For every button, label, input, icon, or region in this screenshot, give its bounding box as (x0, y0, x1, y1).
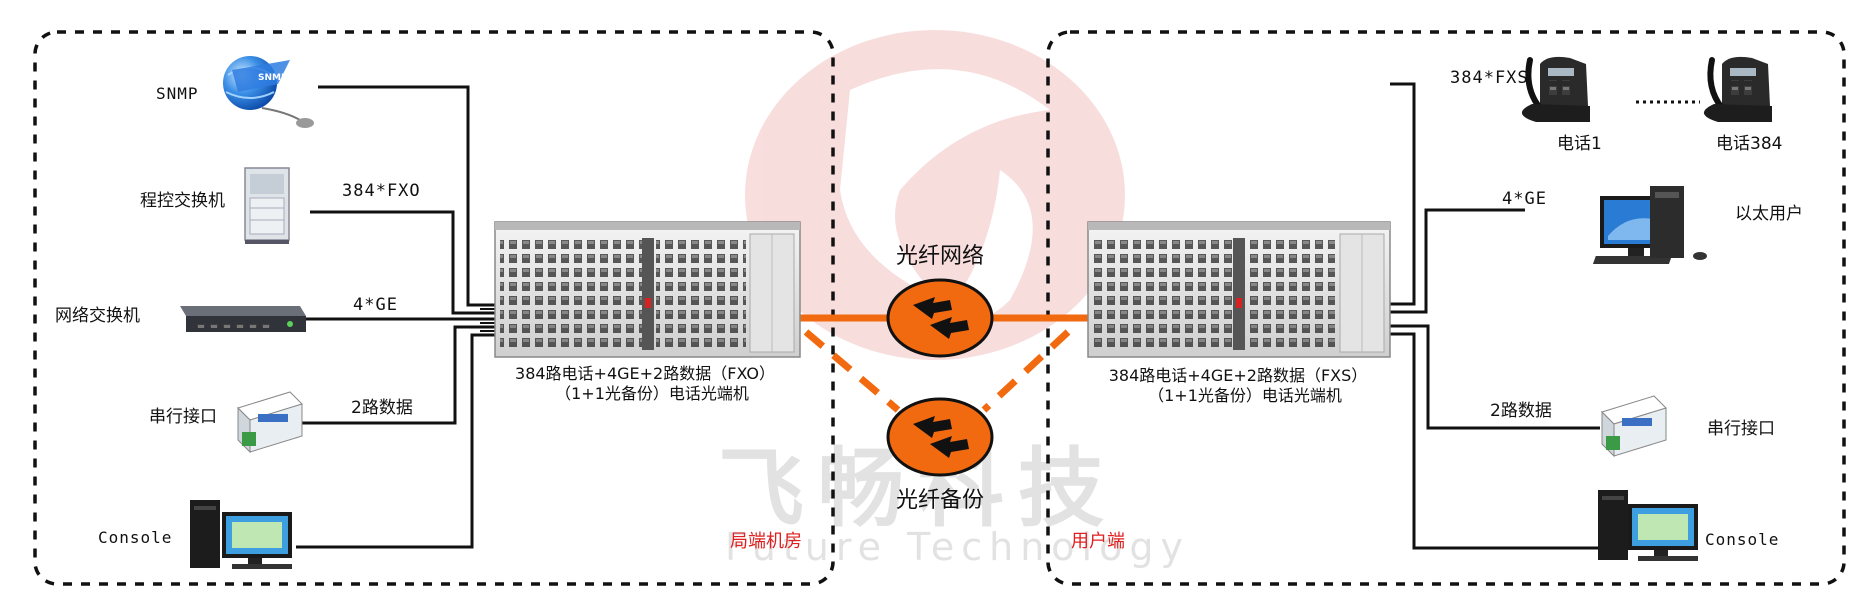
phone-icon (1703, 56, 1772, 122)
exchange-cabinet-icon (244, 167, 290, 244)
fiber-backup-cloud (886, 397, 994, 477)
right-device-label-line2: （1+1光备份）电话光端机 (1148, 386, 1342, 405)
left-rack-stubs (480, 308, 495, 332)
left-switch-label: 网络交换机 (55, 306, 140, 326)
left-console-label: Console (98, 528, 173, 547)
right-optical-terminal-icon (1087, 221, 1391, 358)
right-zone-label: 用户端 (1071, 531, 1125, 552)
watermark-logo (745, 30, 1125, 360)
left-exchange-link-label: 384*FXO (342, 181, 421, 201)
left-switch-link-label: 4*GE (353, 295, 398, 315)
computer-icon (1598, 490, 1698, 561)
right-connection-lines (1390, 82, 1600, 550)
right-phone-first-label: 电话1 (1557, 134, 1602, 154)
right-serial-link-label: 2路数据 (1490, 401, 1552, 421)
left-serial-link-label: 2路数据 (351, 398, 413, 418)
right-device-label-line1: 384路电话+4GE+2路数据（FXS） (1108, 366, 1368, 385)
left-connection-lines (290, 85, 495, 549)
right-phone-last-label: 电话384 (1716, 134, 1783, 154)
fiber-network-cloud (886, 278, 994, 358)
right-serial-label: 串行接口 (1707, 419, 1775, 439)
fiber-main-label: 光纤网络 (895, 244, 985, 269)
fiber-backup-label: 光纤备份 (895, 488, 985, 513)
svg-text:SNMP: SNMP (258, 73, 288, 83)
left-snmp-label: SNMP (156, 84, 199, 103)
serial-converter-icon (237, 391, 303, 454)
desktop-computer-icon (1592, 186, 1707, 264)
right-ethernet-label: 以太用户 (1735, 204, 1803, 224)
left-device-label-line1: 384路电话+4GE+2路数据（FXO） (515, 364, 775, 383)
right-ethernet-link-label: 4*GE (1502, 189, 1547, 209)
right-phone-link-label: 384*FXS (1450, 68, 1529, 88)
left-optical-terminal-icon (494, 221, 801, 358)
left-exchange-label: 程控交换机 (140, 191, 225, 211)
left-zone-label: 局端机房 (730, 531, 802, 552)
network-switch-icon (180, 306, 306, 332)
left-device-label-line2: （1+1光备份）电话光端机 (555, 384, 749, 403)
watermark-sub: Future Technology (725, 525, 1190, 569)
phone-icon (1521, 56, 1590, 122)
computer-icon (190, 500, 292, 569)
left-serial-label: 串行接口 (149, 407, 217, 427)
fiber-backup-line (803, 329, 1071, 413)
globe-icon: SNMP (223, 56, 314, 128)
right-console-label: Console (1705, 530, 1780, 549)
serial-converter-icon (1601, 395, 1667, 458)
